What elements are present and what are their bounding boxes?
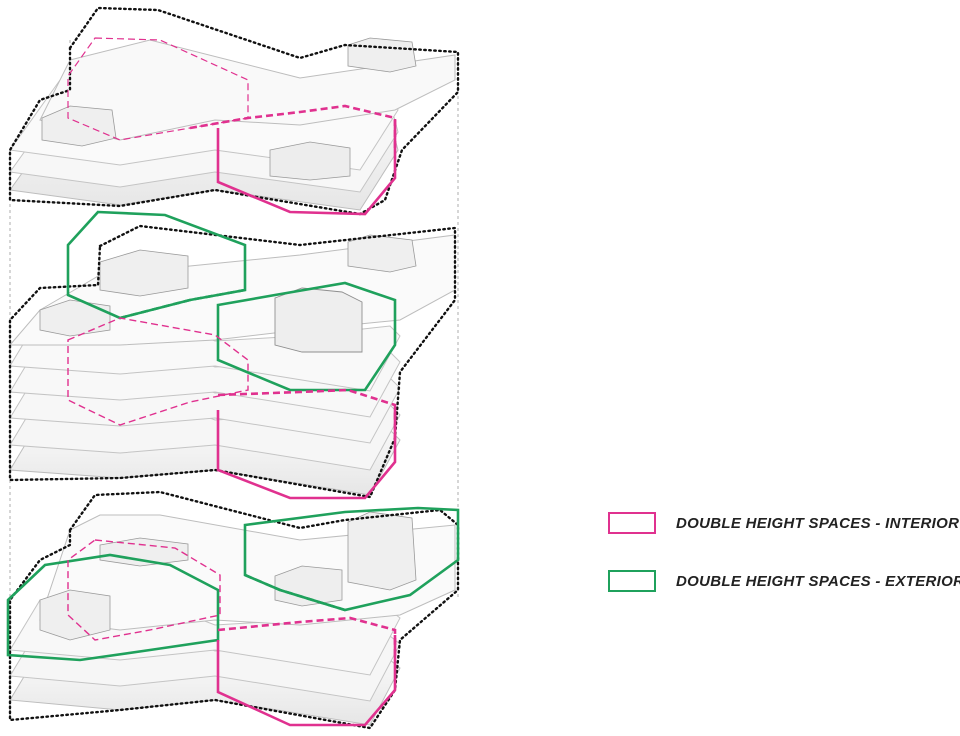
legend-item-exterior: DOUBLE HEIGHT SPACES - EXTERIOR [608, 570, 960, 592]
exterior-space-outline [243, 506, 460, 612]
exterior-space-outline [119, 288, 246, 320]
legend-label-interior: DOUBLE HEIGHT SPACES - INTERIOR [676, 514, 960, 532]
core-box [347, 37, 417, 73]
interior-space-outline [216, 635, 397, 727]
interior-space-outline [67, 539, 221, 641]
core-box [99, 249, 189, 297]
interior-space-outline [216, 120, 397, 216]
core-box [39, 299, 111, 337]
lower-block [6, 490, 460, 730]
exterior-space-outline [244, 573, 346, 612]
middle-block-outline [8, 224, 457, 499]
core-box [347, 234, 417, 273]
legend-swatch-interior [608, 512, 656, 534]
upper-block-outline [8, 6, 460, 216]
interior-space-outline [67, 317, 249, 426]
exterior-space-outline [6, 553, 220, 662]
core-box [99, 537, 189, 567]
legend-item-interior: DOUBLE HEIGHT SPACES - INTERIOR [608, 512, 959, 534]
legend-swatch-exterior [608, 570, 656, 592]
upper-block-slabs [9, 37, 456, 211]
middle-block [8, 210, 457, 500]
core-box [274, 565, 343, 607]
core-box [39, 589, 111, 641]
exterior-space-outline [216, 281, 397, 392]
upper-block [8, 6, 460, 216]
core-box [347, 511, 417, 591]
lower-block-slabs [9, 511, 456, 726]
interior-space-outline [216, 408, 397, 500]
core-box [274, 287, 363, 353]
core-box [269, 141, 351, 181]
legend-label-exterior: DOUBLE HEIGHT SPACES - EXTERIOR [676, 572, 960, 590]
